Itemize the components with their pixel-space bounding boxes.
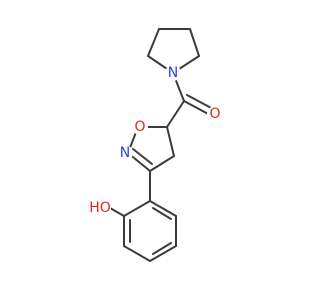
amide-group — [166, 72, 216, 128]
atom-label-hydroxyl: HO — [89, 200, 111, 216]
bond-ar-6 — [149, 200, 177, 217]
benzene-ring — [123, 200, 177, 262]
atom-label-n-pyrrolidine: N — [168, 65, 178, 81]
pyrrolidine-ring — [147, 28, 200, 74]
bond-ar-3 — [123, 245, 151, 262]
atom-n-pyrrolidine: N — [165, 65, 181, 81]
bond-n-c3-double-2 — [132, 148, 153, 165]
atom-label-n-ring: N — [120, 145, 130, 161]
chemical-structure-diagram: N O O N HO — [89, 28, 223, 262]
bond-carbonyl-double-2 — [186, 94, 216, 111]
atom-o-carbonyl: O — [207, 106, 223, 122]
bond-pyr-2 — [147, 28, 160, 57]
bond-ar-4 — [149, 245, 177, 262]
bond-pyr-4 — [189, 28, 200, 57]
bond-ar-inner-3 — [152, 207, 172, 220]
atom-o-ring: O — [132, 119, 148, 135]
bond-ar-oh — [109, 207, 125, 217]
atom-label-o-carbonyl: O — [209, 106, 220, 122]
atom-hydroxyl: HO — [89, 200, 111, 216]
bond-ar-inner-2 — [152, 242, 172, 255]
bond-carbonyl-c5 — [166, 100, 185, 128]
bond-c3-c4 — [149, 155, 175, 172]
bond-c4-c5 — [166, 126, 175, 157]
atom-label-o-ring: O — [134, 119, 145, 135]
bond-ar-1 — [123, 200, 151, 217]
atom-n-ring: N — [117, 145, 133, 161]
